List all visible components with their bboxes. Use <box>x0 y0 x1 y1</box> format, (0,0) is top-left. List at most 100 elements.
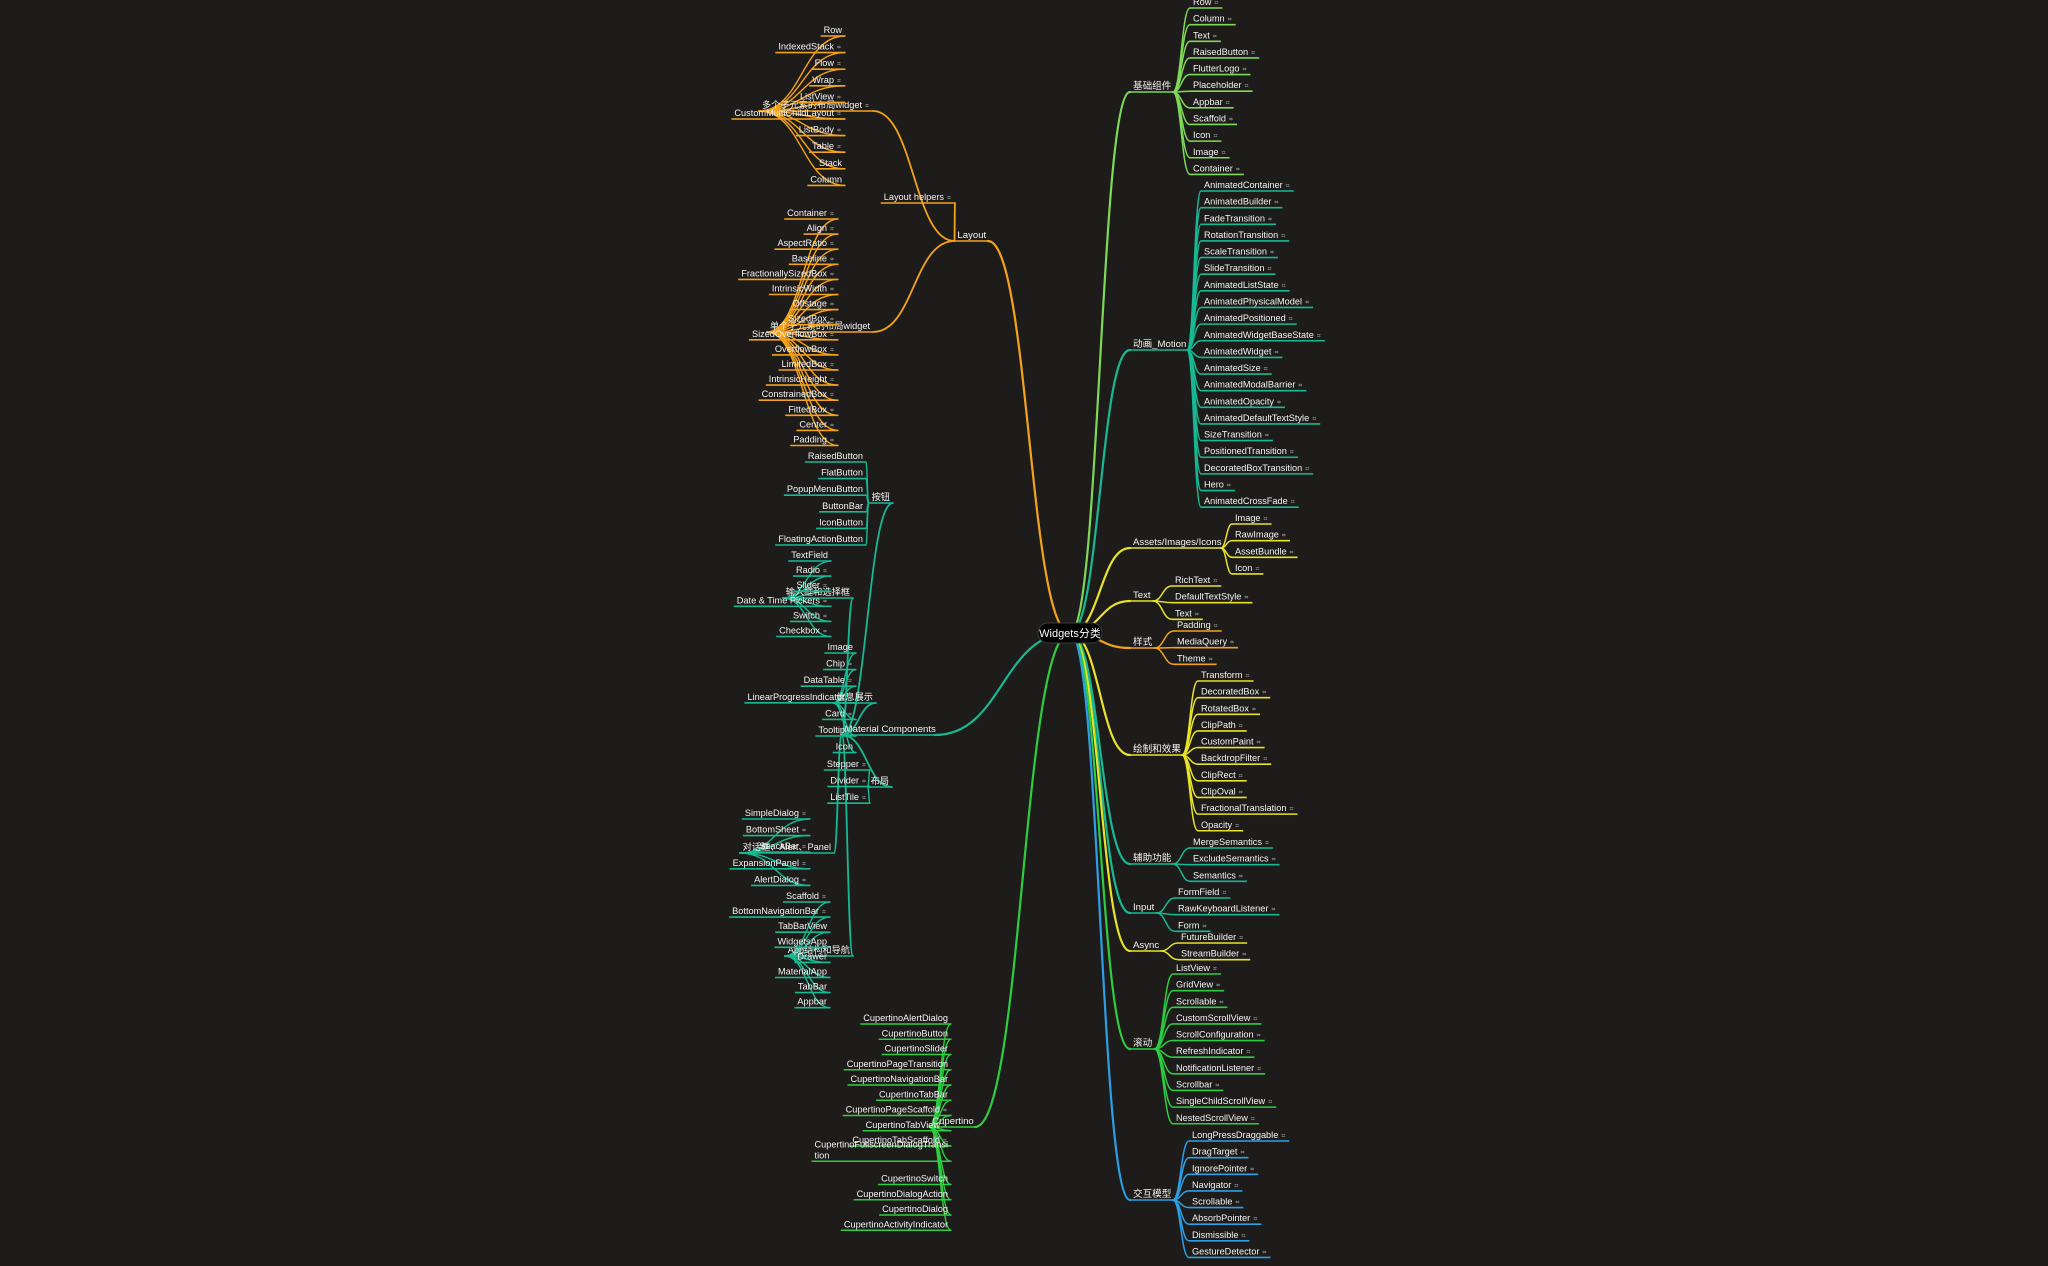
leaf-iconbutton[interactable]: IconButton <box>816 517 866 530</box>
leaf-animatedwidgetbasestate[interactable]: AnimatedWidgetBaseState⌗ <box>1201 330 1325 342</box>
leaf-fractionaltranslation[interactable]: FractionalTranslation⌗ <box>1198 803 1298 815</box>
leaf-formfield[interactable]: FormField⌗ <box>1175 887 1231 899</box>
leaf-backdropfilter[interactable]: BackdropFilter⌗ <box>1198 753 1272 766</box>
leaf-cupertinoactivityindicator[interactable]: CupertinoActivityIndicator <box>840 1219 951 1232</box>
leaf-cupertinoslider[interactable]: CupertinoSlider <box>881 1044 951 1056</box>
leaf-absorbpointer[interactable]: AbsorbPointer⌗ <box>1189 1213 1262 1225</box>
leaf-chip[interactable]: Chip⌗ <box>823 659 856 671</box>
leaf-snackbar[interactable]: SnackBar⌗ <box>756 841 810 854</box>
leaf-animatedliststate[interactable]: AnimatedListState⌗ <box>1201 280 1290 292</box>
leaf-widgetsapp[interactable]: WidgetsApp <box>774 936 830 949</box>
leaf-container[interactable]: Container⌗ <box>784 208 838 220</box>
leaf-defaulttextstyle[interactable]: DefaultTextStyle⌗ <box>1172 592 1253 604</box>
branch-material-components[interactable]: Material Components <box>841 724 936 736</box>
leaf-ignorepointer[interactable]: IgnorePointer⌗ <box>1189 1163 1259 1176</box>
leaf-animatedpositioned[interactable]: AnimatedPositioned⌗ <box>1201 313 1297 325</box>
leaf-flow[interactable]: Flow⌗ <box>811 58 845 70</box>
leaf-gridview[interactable]: GridView⌗ <box>1173 980 1225 992</box>
leaf-decoratedboxtransition[interactable]: DecoratedBoxTransition⌗ <box>1201 463 1314 475</box>
leaf-bottomsheet[interactable]: BottomSheet⌗ <box>742 825 810 837</box>
branch-async[interactable]: Async <box>1130 940 1162 952</box>
leaf-animatedphysicalmodel[interactable]: AnimatedPhysicalModel⌗ <box>1201 296 1314 309</box>
leaf-padding[interactable]: Padding⌗ <box>1174 620 1222 632</box>
leaf-futurebuilder[interactable]: FutureBuilder⌗ <box>1178 932 1248 944</box>
leaf-flutterlogo[interactable]: FlutterLogo⌗ <box>1190 64 1251 76</box>
branch-right-6[interactable]: 辅助功能 <box>1130 852 1173 865</box>
leaf-transform[interactable]: Transform⌗ <box>1198 670 1254 682</box>
leaf-singlechildscrollview[interactable]: SingleChildScrollView⌗ <box>1173 1096 1277 1108</box>
leaf-checkbox[interactable]: Checkbox⌗ <box>776 626 831 638</box>
leaf-table[interactable]: Table⌗ <box>809 141 845 153</box>
leaf-cupertinodialog[interactable]: CupertinoDialog <box>879 1204 951 1216</box>
leaf-cliprect[interactable]: ClipRect⌗ <box>1198 770 1247 782</box>
leaf-image[interactable]: Image⌗ <box>1190 147 1230 159</box>
leaf-popupmenubutton[interactable]: PopupMenuButton <box>783 484 866 497</box>
branch-motion[interactable]: 动画_Motion <box>1130 339 1188 351</box>
leaf-bottomnavigationbar[interactable]: BottomNavigationBar⌗ <box>729 906 830 918</box>
leaf-clippath[interactable]: ClipPath⌗ <box>1198 720 1247 732</box>
leaf-navigator[interactable]: Navigator⌗ <box>1189 1180 1243 1192</box>
leaf-switch[interactable]: Switch⌗ <box>789 610 831 623</box>
leaf-longpressdraggable[interactable]: LongPressDraggable⌗ <box>1189 1130 1290 1142</box>
leaf-animatedsize[interactable]: AnimatedSize⌗ <box>1201 363 1272 375</box>
leaf-decoratedbox[interactable]: DecoratedBox⌗ <box>1198 687 1271 699</box>
leaf-assetbundle[interactable]: AssetBundle⌗ <box>1232 546 1298 559</box>
branch-right-4[interactable]: 样式 <box>1130 636 1155 649</box>
leaf-placeholder[interactable]: Placeholder⌗ <box>1190 80 1253 92</box>
sub-1-3[interactable]: 布局 <box>867 775 892 788</box>
leaf-cupertinotabscaffold[interactable]: CupertinoTabScaffold⌗ <box>849 1135 951 1147</box>
leaf-scaletransition[interactable]: ScaleTransition⌗ <box>1201 247 1278 259</box>
leaf-text[interactable]: Text⌗ <box>1172 608 1203 621</box>
leaf-dragtarget[interactable]: DragTarget⌗ <box>1189 1147 1249 1159</box>
leaf-rotatedbox[interactable]: RotatedBox⌗ <box>1198 703 1261 716</box>
leaf-overflowbox[interactable]: OverflowBox⌗ <box>771 344 838 356</box>
leaf-customscrollview[interactable]: CustomScrollView⌗ <box>1173 1013 1262 1025</box>
leaf-buttonbar[interactable]: ButtonBar <box>819 501 866 513</box>
leaf-cupertinonavigationbar[interactable]: CupertinoNavigationBar <box>847 1074 951 1086</box>
leaf-scrollable[interactable]: Scrollable⌗ <box>1189 1197 1244 1209</box>
leaf-listview[interactable]: ListView⌗ <box>796 91 845 104</box>
leaf-refreshindicator[interactable]: RefreshIndicator⌗ <box>1173 1046 1255 1058</box>
leaf-form[interactable]: Form⌗ <box>1175 920 1211 933</box>
leaf-scrollbar[interactable]: Scrollbar⌗ <box>1173 1079 1224 1092</box>
leaf-notificationlistener[interactable]: NotificationListener⌗ <box>1173 1063 1266 1075</box>
leaf-tabbarview[interactable]: TabBarView <box>775 921 830 934</box>
leaf-mergesemantics[interactable]: MergeSemantics⌗ <box>1190 837 1273 849</box>
leaf-listtile[interactable]: ListTile⌗ <box>827 792 870 805</box>
leaf-fittedbox[interactable]: FittedBox⌗ <box>785 404 838 417</box>
leaf-cupertinoalertdialog[interactable]: CupertinoAlertDialog <box>860 1013 951 1025</box>
leaf-padding[interactable]: Padding⌗ <box>790 435 838 447</box>
leaf-image[interactable]: Image⌗ <box>1232 513 1272 525</box>
root-node[interactable]: Widgets分类 <box>1037 622 1103 644</box>
leaf-drawer[interactable]: Drawer <box>794 951 830 964</box>
leaf-aspectratio[interactable]: AspectRatio⌗ <box>774 238 838 250</box>
leaf-icon[interactable]: Icon⌗ <box>1232 563 1264 575</box>
leaf-appbar[interactable]: Appbar⌗ <box>1190 97 1234 109</box>
sub-1-0[interactable]: 按钮 <box>868 491 893 504</box>
leaf-column[interactable]: Column⌗ <box>1190 14 1236 26</box>
leaf-listbody[interactable]: ListBody⌗ <box>795 125 845 137</box>
leaf-dismissible[interactable]: Dismissible⌗ <box>1189 1230 1250 1242</box>
leaf-date-time-pickers[interactable]: Date & Time Pickers⌗ <box>733 595 831 608</box>
leaf-semantics[interactable]: Semantics⌗ <box>1190 870 1247 883</box>
sub-layout-helpers[interactable]: Layout helpers⌗ <box>880 192 955 204</box>
leaf-card[interactable]: Card⌗ <box>822 708 856 721</box>
leaf-icon[interactable]: Icon <box>832 742 856 754</box>
leaf-divider[interactable]: Divider⌗ <box>827 776 870 788</box>
leaf-radio[interactable]: Radio⌗ <box>792 565 831 577</box>
branch-input[interactable]: Input <box>1130 902 1157 914</box>
leaf-nestedscrollview[interactable]: NestedScrollView⌗ <box>1173 1113 1259 1125</box>
leaf-scrollconfiguration[interactable]: ScrollConfiguration⌗ <box>1173 1030 1265 1042</box>
leaf-raisedbutton[interactable]: RaisedButton⌗ <box>1190 47 1260 59</box>
leaf-slidetransition[interactable]: SlideTransition⌗ <box>1201 263 1276 276</box>
leaf-flatbutton[interactable]: FlatButton <box>818 468 866 480</box>
leaf-hero[interactable]: Hero⌗ <box>1201 480 1235 492</box>
leaf-animatedopacity[interactable]: AnimatedOpacity⌗ <box>1201 396 1285 409</box>
leaf-clipoval[interactable]: ClipOval⌗ <box>1198 786 1247 799</box>
leaf-tabbar[interactable]: TabBar <box>794 982 830 994</box>
leaf-column[interactable]: Column <box>807 174 845 187</box>
leaf-textfield[interactable]: TextField <box>788 550 831 562</box>
leaf-animatedmodalbarrier[interactable]: AnimatedModalBarrier⌗ <box>1201 380 1307 392</box>
branch-cupertino[interactable]: Cupertino <box>929 1116 975 1128</box>
